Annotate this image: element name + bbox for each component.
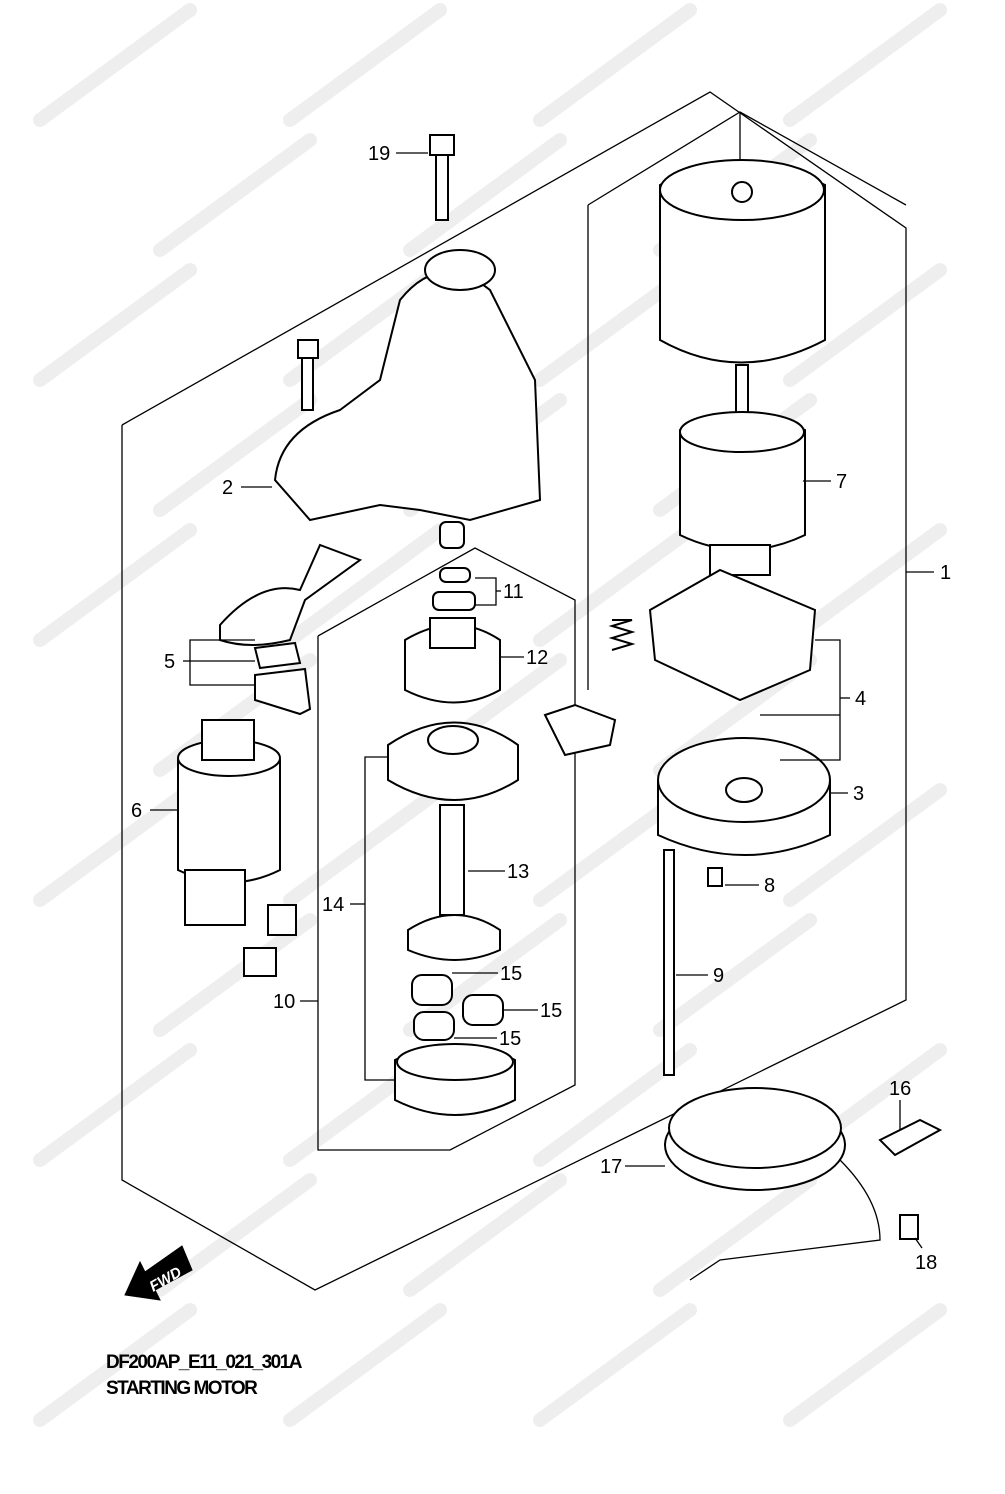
watermark-mark xyxy=(783,263,947,387)
callout-8: 8 xyxy=(764,875,775,897)
watermark-mark xyxy=(403,133,567,257)
callout-1: 1 xyxy=(940,562,951,584)
callout-2: 2 xyxy=(222,477,233,499)
callout-14: 14 xyxy=(322,894,344,916)
callout-11: 11 xyxy=(503,581,524,603)
watermark-mark xyxy=(33,263,197,387)
part-band xyxy=(664,1087,943,1281)
callout-9: 9 xyxy=(713,965,724,987)
watermark-mark xyxy=(403,1173,567,1297)
part-armature xyxy=(679,364,806,576)
callout-19: 19 xyxy=(368,143,390,165)
part-bushing xyxy=(439,521,465,549)
callout-7: 7 xyxy=(836,471,847,493)
callout-6: 6 xyxy=(131,800,142,822)
callout-4: 4 xyxy=(855,688,866,710)
watermark-mark xyxy=(33,783,197,907)
part-bolt xyxy=(297,134,455,411)
watermark-mark xyxy=(33,523,197,647)
diagram-title: STARTING MOTOR xyxy=(106,1378,258,1399)
part-through-bolt xyxy=(663,849,675,1076)
callout-labels: 19 2 11 12 5 7 1 4 3 6 8 13 14 10 9 15 1… xyxy=(131,143,951,1274)
callout-18: 18 xyxy=(915,1252,937,1274)
part-pinion xyxy=(404,567,501,704)
watermark-mark xyxy=(653,1173,817,1297)
watermark-mark xyxy=(533,523,697,647)
watermark-mark xyxy=(783,3,947,127)
watermark-mark xyxy=(283,3,447,127)
callout-15: 15 xyxy=(500,963,522,985)
part-housing xyxy=(273,249,542,522)
leader-lines xyxy=(150,152,934,1249)
callout-16: 16 xyxy=(889,1078,911,1100)
part-motor-yoke xyxy=(659,159,826,364)
watermark-mark xyxy=(153,133,317,257)
watermark-mark xyxy=(653,913,817,1037)
watermark-mark xyxy=(533,1303,697,1427)
callout-13: 13 xyxy=(507,861,529,883)
callout-15: 15 xyxy=(499,1028,521,1050)
part-lever xyxy=(219,543,363,716)
part-planet-gears xyxy=(411,974,504,1041)
watermark-mark xyxy=(283,1303,447,1427)
part-ring xyxy=(394,1043,516,1116)
watermark-mark xyxy=(783,1303,947,1427)
callout-15: 15 xyxy=(540,1000,562,1022)
watermark-mark xyxy=(33,3,197,127)
part-solenoid xyxy=(177,719,297,977)
part-screw xyxy=(707,867,723,887)
watermark-mark xyxy=(783,783,947,907)
callout-5: 5 xyxy=(164,651,175,673)
callout-12: 12 xyxy=(526,647,548,669)
part-gear-housing xyxy=(387,721,519,801)
assembly-outline xyxy=(121,91,907,1291)
watermark-mark xyxy=(153,913,317,1037)
watermark-mark xyxy=(283,523,447,647)
part-end-cover xyxy=(657,737,831,856)
watermark-mark xyxy=(153,393,317,517)
watermark-mark xyxy=(533,3,697,127)
watermark-mark xyxy=(33,1303,197,1427)
callout-10: 10 xyxy=(273,991,295,1013)
watermark-mark xyxy=(33,1043,197,1167)
fwd-arrow-icon: FWD xyxy=(124,1245,193,1301)
diagram-code: DF200AP_E11_021_301A xyxy=(106,1352,303,1373)
part-shaft xyxy=(407,804,501,961)
part-brush-holder xyxy=(543,568,817,757)
callout-3: 3 xyxy=(853,783,864,805)
callout-17: 17 xyxy=(600,1156,622,1178)
gear-outline xyxy=(317,547,576,1151)
